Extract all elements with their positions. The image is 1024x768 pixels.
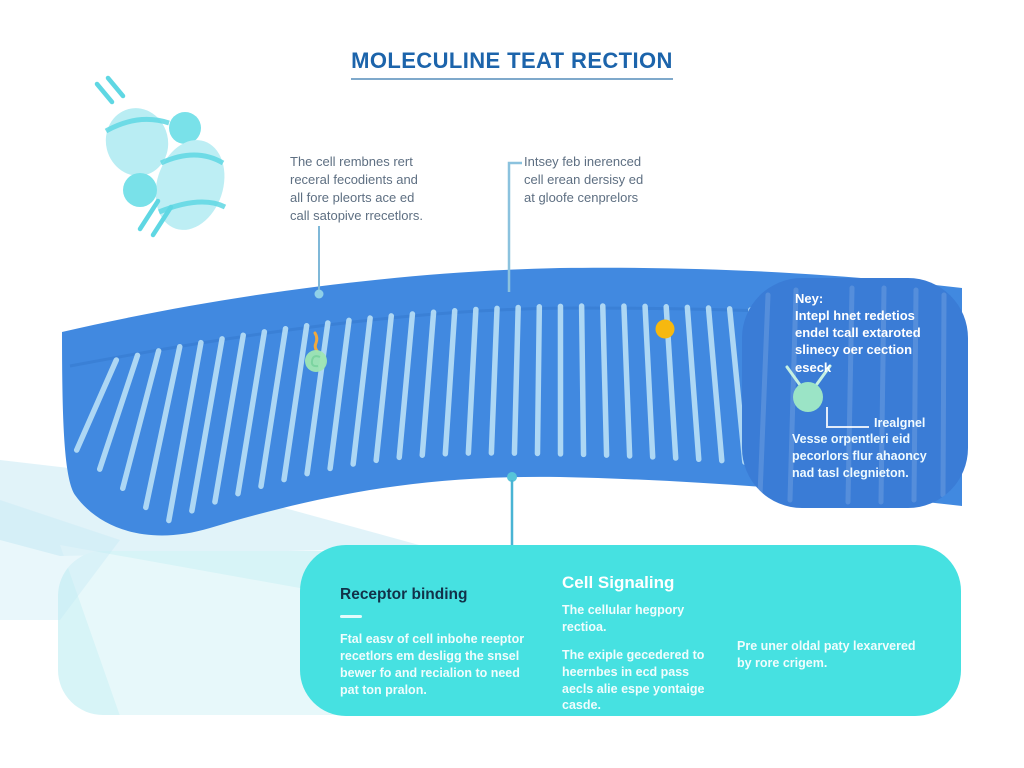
receptor-note: Vesse orpentleri eid pecorlors flur ahao… [792,432,927,480]
title-bar: MOLECULINE TEAT RECTION [0,48,1024,80]
connector-lines [314,161,522,545]
yellow-dot-marker [655,319,675,339]
page-title: MOLECULINE TEAT RECTION [351,48,673,80]
receptor-icon [785,364,832,412]
summary-column-receptor-binding: Receptor binding Ftal easv of cell inboh… [340,586,555,699]
column-body: Pre uner oldal paty lexarvered by rore c… [737,639,916,670]
panel-key-note: Ney: Intepl hnet redetios endel tcall ex… [795,291,921,375]
connector-dot [507,472,517,482]
summary-panel: Receptor binding Ftal easv of cell inboh… [300,545,961,716]
orange-squiggle-marker [313,331,319,353]
column-body: Ftal easv of cell inbohe reeptor recetlo… [340,632,525,697]
molecule-illustration [94,75,227,238]
column-body: The cellular hegpory rectioa. [562,603,685,634]
column-heading: Cell Signaling [562,573,675,592]
marker-glyph [310,355,321,368]
detail-panel [742,278,968,508]
summary-column-cell-signaling: Cell Signaling The cellular hegpory rect… [562,573,757,725]
density-note: Intsey feb inerenced cell erean dersisy … [524,154,644,205]
receptor-callout-label: Irealgnel [874,416,926,430]
membrane-marker-icon [305,350,327,372]
summary-column-right: Pre uner oldal paty lexarvered by rore c… [737,638,952,672]
receptor-callout-line [826,407,869,428]
column-body-2: The exiple gecedered to heernbes in ecd … [562,647,705,713]
membrane-note: The cell rembnes rert receral fecodients… [290,154,423,223]
connector-dot [314,289,324,299]
heading-underline [340,615,362,618]
column-heading: Receptor binding [340,586,468,603]
